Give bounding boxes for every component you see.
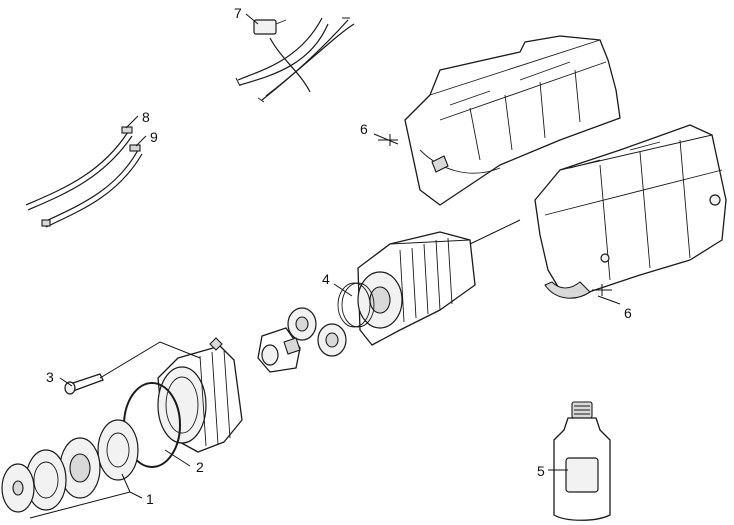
callout-6-upper: 6 — [360, 121, 368, 137]
callout-1: 1 — [146, 491, 154, 507]
callout-2: 2 — [196, 459, 204, 475]
leader-lines — [29, 13, 621, 519]
oil-bottle-5 — [553, 401, 611, 521]
wire-9 — [41, 144, 143, 228]
housing-half-lower-6 — [534, 124, 727, 299]
housing-half-upper-6 — [404, 35, 621, 206]
callout-9: 9 — [150, 129, 158, 145]
callout-6-lower: 6 — [624, 305, 632, 321]
motor-pump-block-4 — [337, 231, 476, 346]
callout-3: 3 — [46, 369, 54, 385]
callout-4: 4 — [322, 271, 330, 287]
wiring-harness-7 — [235, 17, 355, 103]
callout-7: 7 — [234, 5, 242, 21]
screw-3 — [64, 373, 104, 395]
gear-pair — [287, 307, 347, 357]
callout-5: 5 — [537, 463, 545, 479]
callout-8: 8 — [142, 109, 150, 125]
valve-fitting — [257, 327, 301, 373]
bearing-set-1 — [1, 419, 139, 513]
wire-8 — [25, 126, 133, 211]
